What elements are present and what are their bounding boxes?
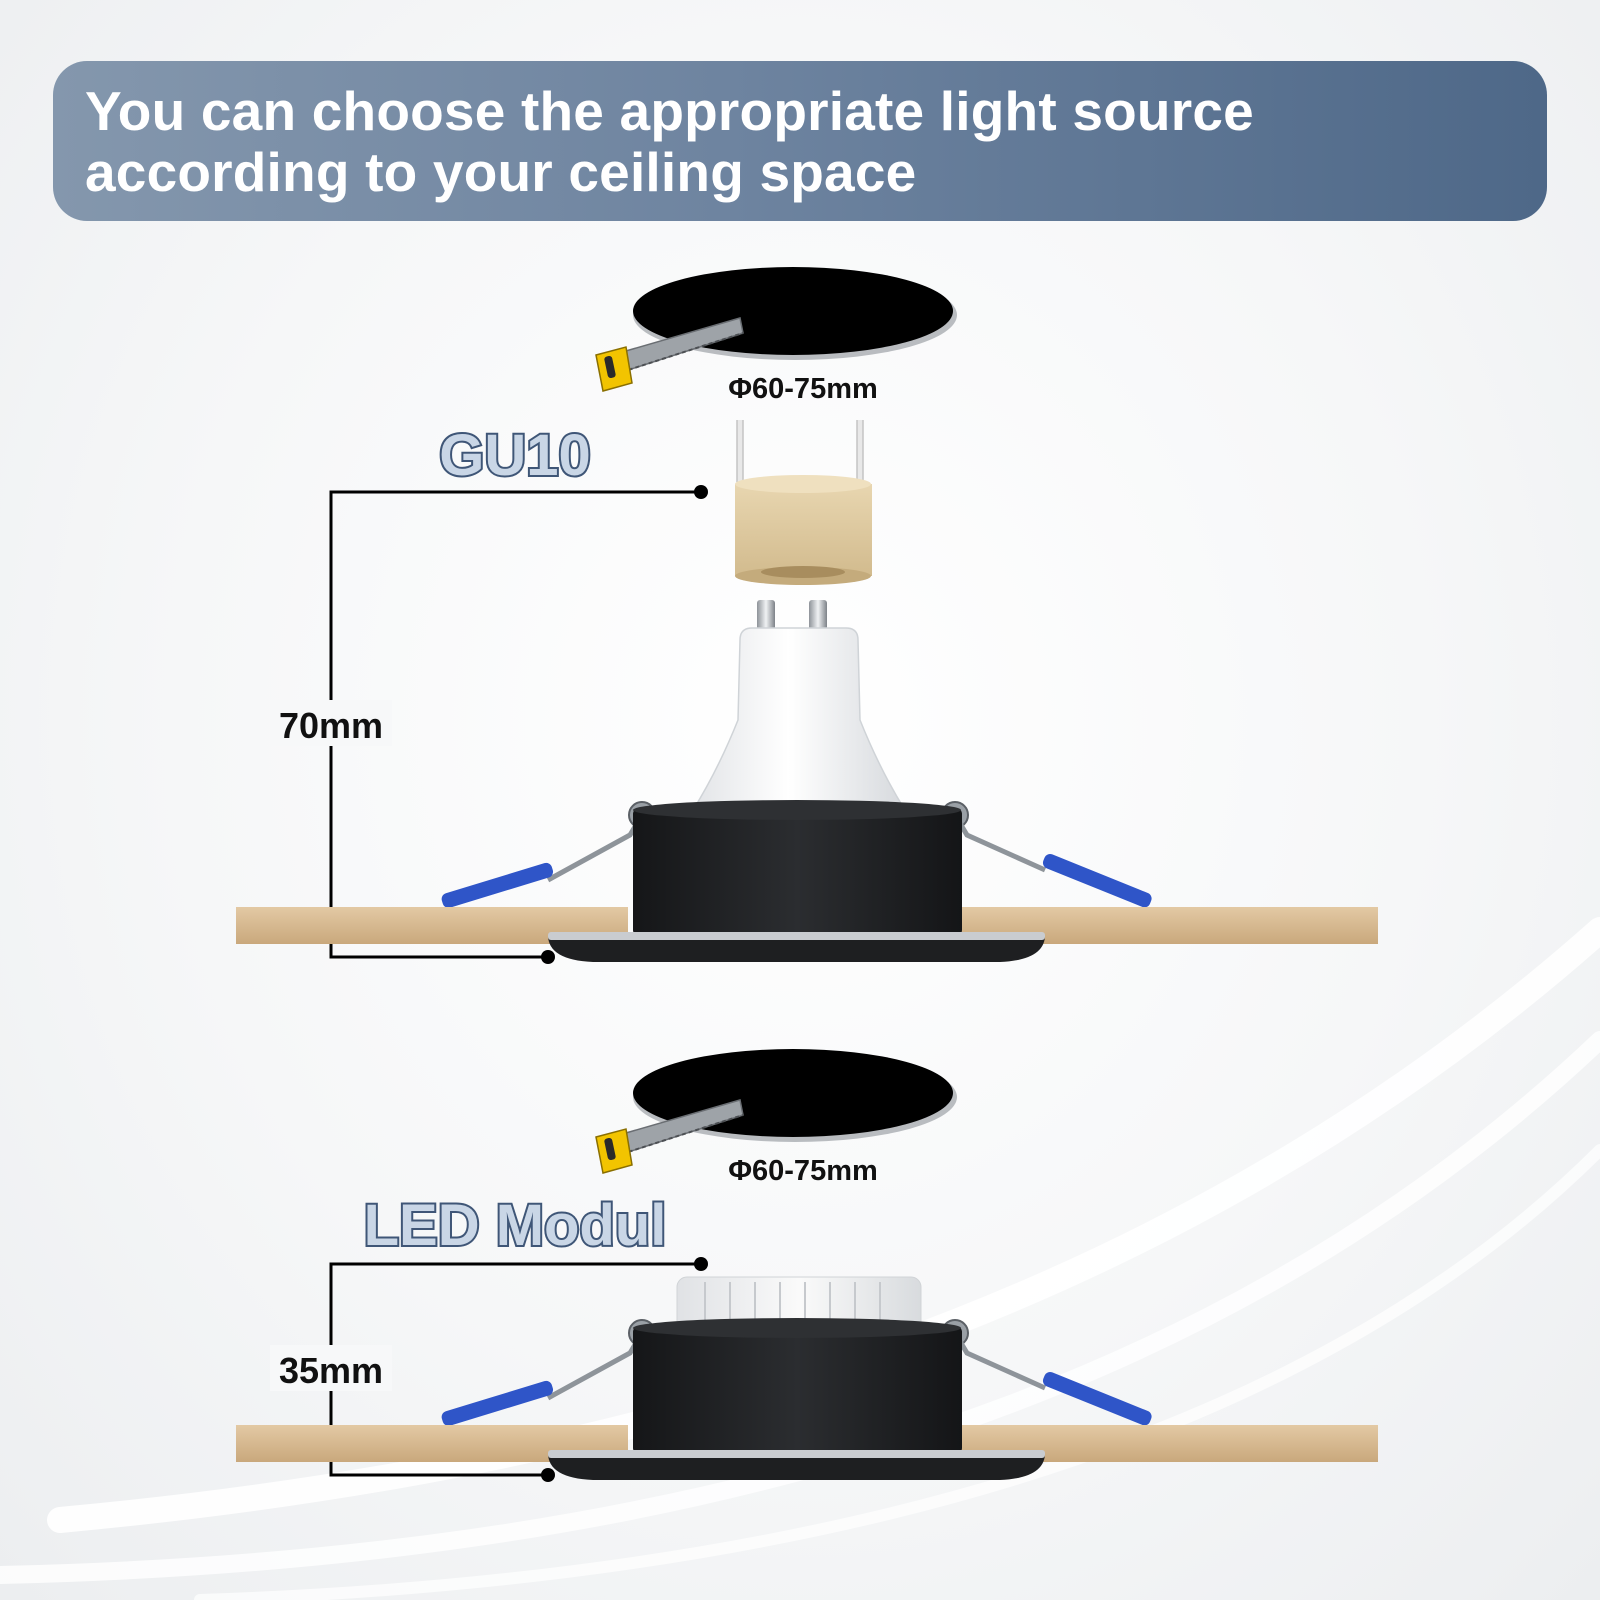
- hole-diameter-label-2: Φ60-75mm: [728, 1155, 878, 1187]
- gu10-label: GU10: [439, 423, 591, 488]
- gu10-socket: [735, 475, 872, 585]
- hole-diameter-label: Φ60-75mm: [728, 373, 878, 405]
- ceiling-board-2: [236, 1425, 1378, 1462]
- socket-wires: [737, 420, 863, 482]
- saw-icon-2: [595, 1099, 744, 1174]
- spring-clip-left: [441, 801, 656, 908]
- wire-outlines: [736, 420, 864, 482]
- background-swooshes: [0, 917, 1600, 1600]
- height-label-bg-2: [270, 1345, 392, 1391]
- saw-icon: [595, 317, 744, 392]
- height-label-bg: [270, 700, 392, 746]
- led-module-heatsink: [676, 1276, 922, 1333]
- downlight-housing: [548, 800, 1045, 962]
- height-label-2: 35mm: [279, 1350, 383, 1391]
- title-banner: You can choose the appropriate light sou…: [53, 61, 1547, 221]
- gu10-pins: [757, 600, 827, 630]
- gu10-bulb: [691, 627, 907, 811]
- spring-clip-right: [941, 801, 1152, 908]
- led-modul-section: Φ60-75mm LED Modul 35mm: [236, 1049, 1378, 1482]
- page-title: You can choose the appropriate light sou…: [85, 80, 1254, 203]
- height-label: 70mm: [279, 705, 383, 746]
- spring-clip-left-2: [441, 1319, 656, 1426]
- led-modul-label: LED Modul: [364, 1193, 667, 1258]
- downlight-housing-2: [548, 1318, 1045, 1480]
- gu10-section: Φ60-75mm GU10 70mm: [236, 267, 1378, 964]
